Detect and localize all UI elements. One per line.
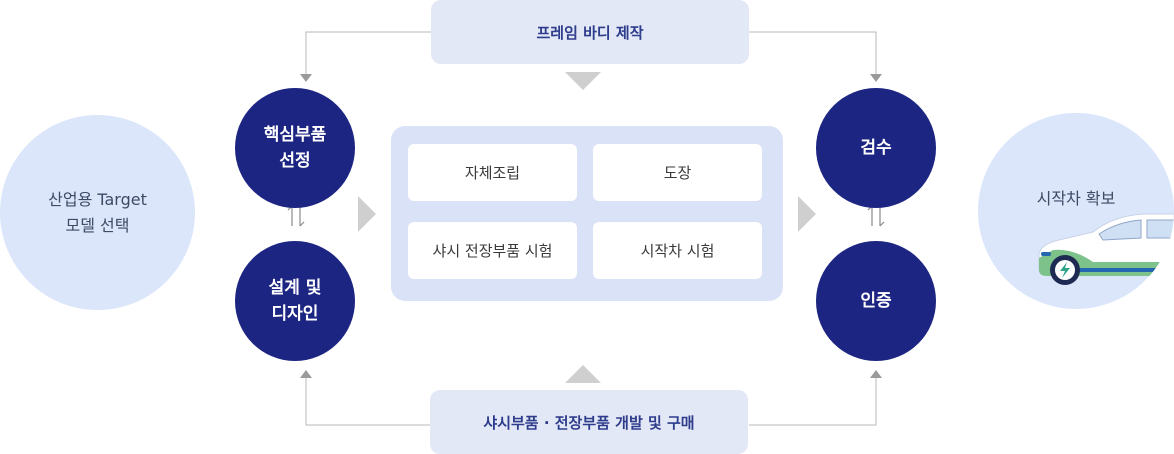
design-line1: 설계 및 (268, 278, 322, 298)
arrow-up-left-bottom (300, 370, 312, 378)
prototype-test-card: 시작차 시험 (593, 222, 762, 279)
bottom-connector-line (305, 378, 431, 426)
bottom-process-box: 샤시부품 · 전장부품 개발 및 구매 (430, 390, 748, 454)
start-label-line1: 산업용 Target (48, 189, 147, 209)
certification-label: 인증 (860, 291, 892, 311)
design-node: 설계 및 디자인 (235, 241, 355, 361)
painting-label: 도장 (663, 164, 692, 182)
arrow-down-left-top (300, 74, 312, 82)
assembly-label: 자체조립 (464, 164, 521, 182)
start-label-line2: 모델 선택 (65, 215, 130, 235)
arrow-right-into-center (358, 196, 376, 232)
electric-car-icon (1038, 213, 1174, 285)
core-parts-node: 핵심부품 선정 (235, 88, 355, 208)
painting-card: 도장 (593, 144, 762, 201)
arrow-down-right-top (870, 74, 882, 82)
inspection-node: 검수 (816, 88, 936, 208)
arrow-down-center (565, 72, 601, 90)
arrow-up-right-bottom (870, 370, 882, 378)
core-parts-line2: 선정 (279, 151, 311, 171)
bottom-connector-line-right (749, 378, 877, 426)
chassis-test-label: 샤시 전장부품 시험 (432, 242, 553, 260)
top-connector-line-right (749, 31, 877, 76)
swap-arrows-icon (867, 205, 885, 227)
swap-arrows-icon (287, 205, 305, 227)
center-process-box: 자체조립 도장 샤시 전장부품 시험 시작차 시험 (391, 126, 783, 301)
start-node: 산업용 Target 모델 선택 (0, 115, 195, 310)
certification-node: 인증 (816, 241, 936, 361)
top-process-box: 프레임 바디 제작 (431, 0, 749, 64)
top-connector-line (305, 31, 431, 76)
assembly-card: 자체조립 (408, 144, 577, 201)
end-label: 시작차 확보 (1036, 189, 1116, 208)
prototype-test-label: 시작차 시험 (640, 242, 715, 260)
inspection-label: 검수 (860, 138, 892, 158)
top-process-label: 프레임 바디 제작 (536, 23, 644, 42)
bottom-process-label: 샤시부품 · 전장부품 개발 및 구매 (483, 413, 695, 432)
arrow-up-center (565, 365, 601, 383)
design-line2: 디자인 (271, 304, 319, 324)
end-node: 시작차 확보 (978, 113, 1174, 309)
core-parts-line1: 핵심부품 (263, 125, 327, 145)
arrow-right-out-center (798, 196, 816, 232)
chassis-test-card: 샤시 전장부품 시험 (408, 222, 577, 279)
